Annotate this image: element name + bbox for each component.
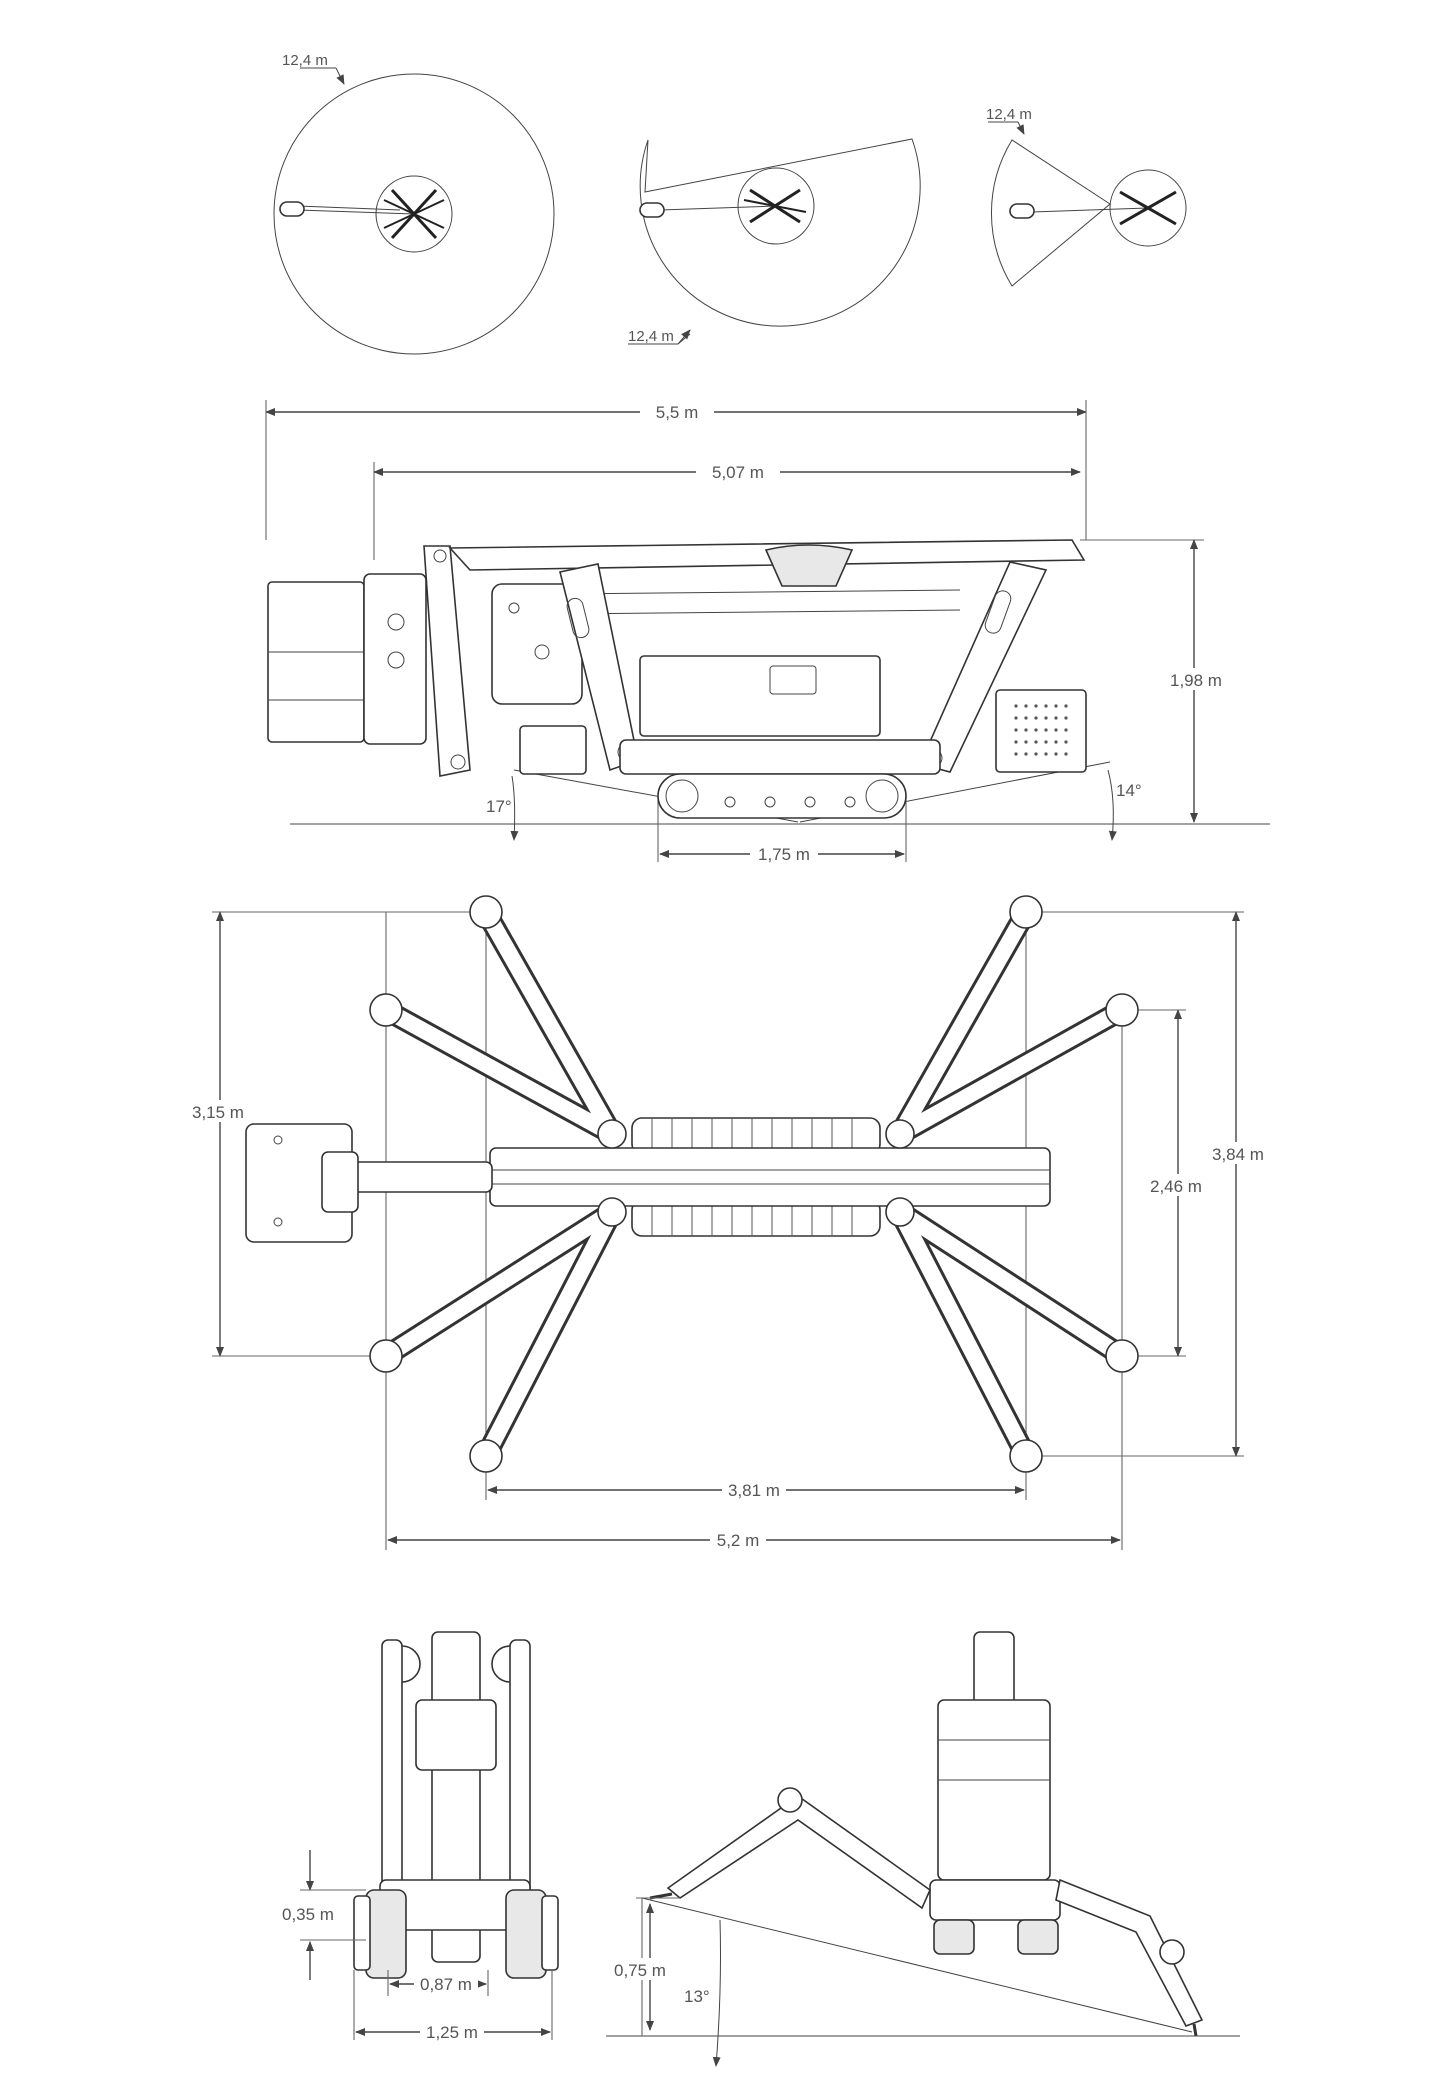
- reach-diagram-full: 12,4 m: [273, 52, 555, 355]
- platform-basket: [267, 581, 365, 743]
- reach-diagram-narrow: 12,4 m: [986, 106, 1187, 287]
- side-overall-length-label: 5,5 m: [656, 403, 699, 422]
- crawler-track: [657, 773, 907, 819]
- top-inner-width-label: 3,15 m: [192, 1103, 244, 1122]
- side-view: 5,5 m 5,07 m 1,98 m 1,75 m 17° 14°: [265, 400, 1270, 865]
- engine-cover: [995, 689, 1087, 773]
- top-outrigger-span-length-label: 3,81 m: [728, 1481, 780, 1500]
- top-overall-length-label: 5,2 m: [717, 1531, 760, 1550]
- slope-step-height-label: 0,75 m: [614, 1961, 666, 1980]
- top-view: 3,15 m 3,84 m 2,46 m 3,81 m 5,2 m: [186, 895, 1270, 1551]
- front-view: 0,35 m 0,87 m 1,25 m: [282, 1631, 559, 2043]
- reach-diagram-partial: 12,4 m: [628, 138, 921, 345]
- side-transport-length-label: 5,07 m: [712, 463, 764, 482]
- front-track-height-label: 0,35 m: [282, 1905, 334, 1924]
- front-overall-width-label: 1,25 m: [426, 2023, 478, 2042]
- slope-angle-label: 13°: [684, 1987, 710, 2006]
- rear-angle-label: 14°: [1116, 781, 1142, 800]
- side-height-label: 1,98 m: [1170, 671, 1222, 690]
- side-track-length-label: 1,75 m: [758, 845, 810, 864]
- front-track-gauge-label: 0,87 m: [420, 1975, 472, 1994]
- top-outrigger-span-short-label: 2,46 m: [1150, 1177, 1202, 1196]
- slope-view: 0,75 m 13°: [604, 1631, 1240, 2067]
- reach-radius-label-1: 12,4 m: [282, 52, 328, 69]
- reach-radius-label-3: 12,4 m: [986, 106, 1032, 123]
- front-angle-label: 17°: [486, 797, 512, 816]
- reach-radius-label-2: 12,4 m: [628, 328, 674, 345]
- top-footprint-width-label: 3,84 m: [1212, 1145, 1264, 1164]
